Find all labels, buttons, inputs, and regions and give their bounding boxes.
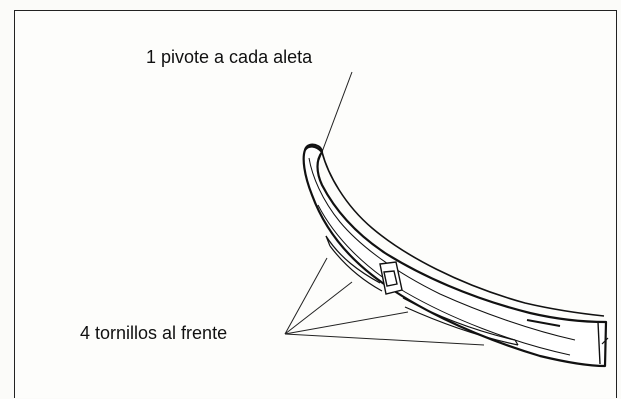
pivot-callout-label: 1 pivote a cada aleta bbox=[146, 47, 313, 67]
screws-callout-label: 4 tornillos al frente bbox=[80, 323, 228, 343]
license-bracket bbox=[379, 261, 403, 295]
bumper-grooves bbox=[325, 235, 519, 346]
screw-leader-lines bbox=[284, 257, 485, 346]
pivot-leader-line bbox=[318, 71, 353, 161]
bumper-body bbox=[302, 143, 609, 368]
right-slot bbox=[526, 319, 561, 327]
